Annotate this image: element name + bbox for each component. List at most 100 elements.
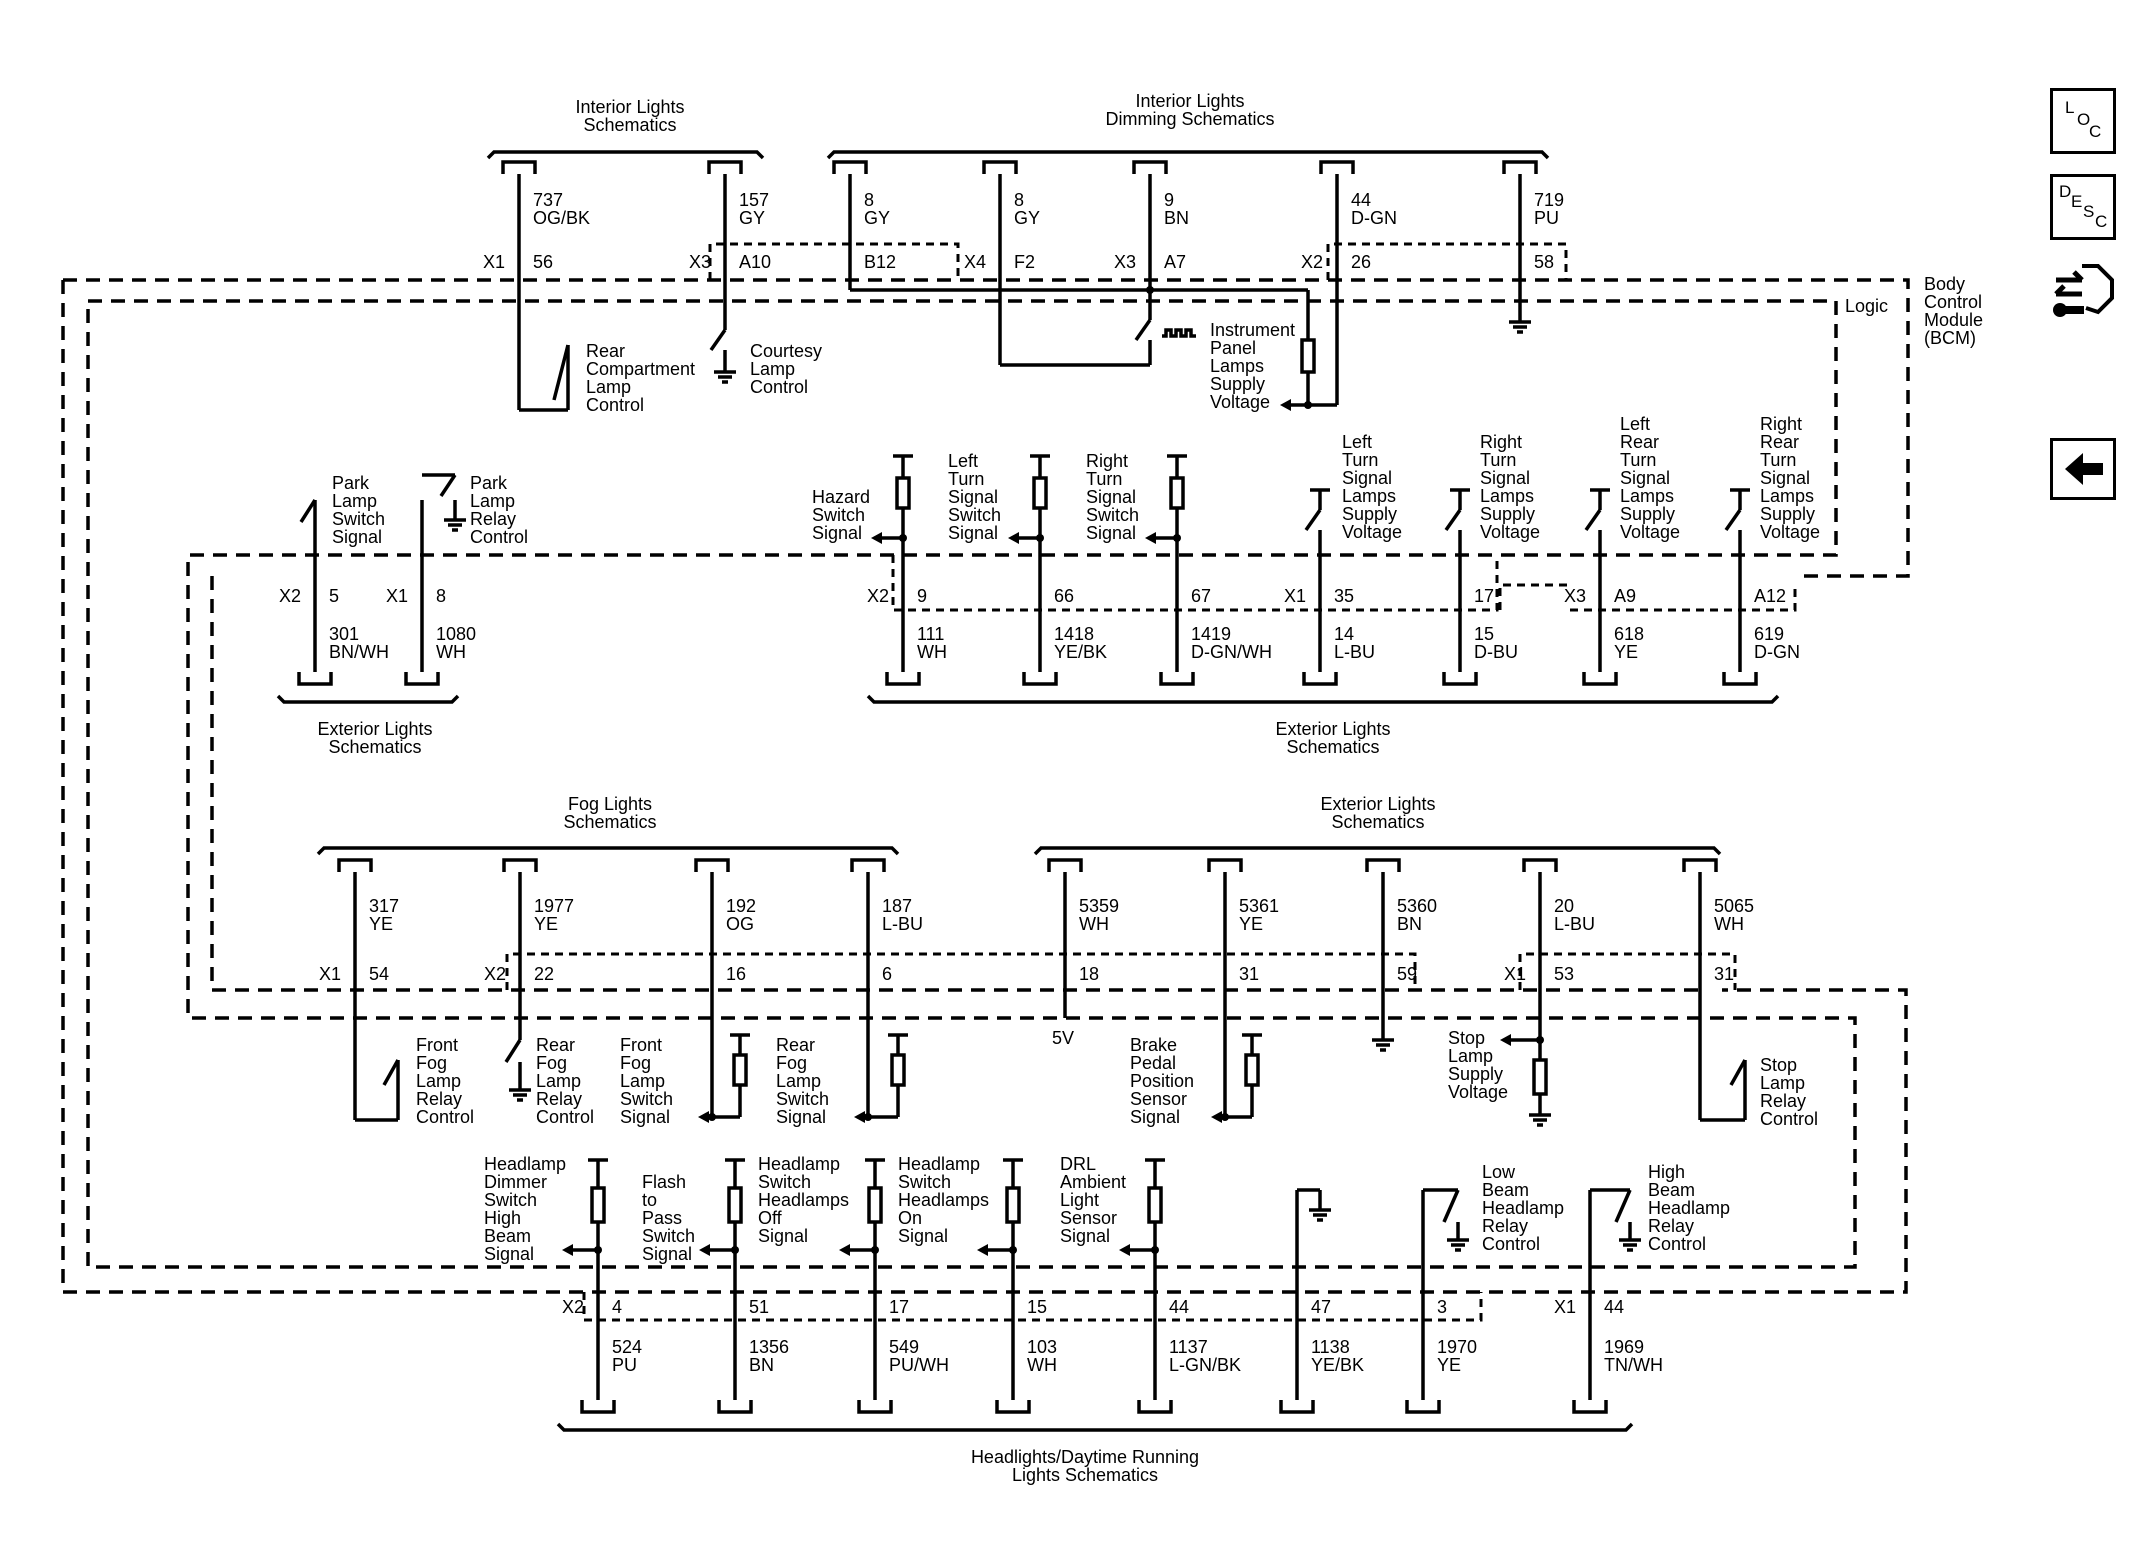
right-turn-switch-label: Signal: [1086, 523, 1136, 543]
right-turn-switch-label: Right: [1086, 451, 1128, 471]
connector-id: X4: [964, 252, 986, 272]
location-button[interactable]: L O C: [2050, 88, 2116, 154]
circuit-components: [276, 150, 1780, 1432]
right-turn-supply-label: Voltage: [1480, 522, 1540, 542]
wire-color: WH: [436, 642, 466, 662]
connector-box: [582, 1292, 1483, 1322]
wire-number: 103: [1027, 1337, 1057, 1357]
signal-arrow: [871, 532, 882, 544]
junction-dot: [864, 1113, 872, 1121]
wire-number: 1969: [1604, 1337, 1644, 1357]
junction-dot: [708, 1113, 716, 1121]
pullup-resistor: [727, 1186, 743, 1224]
interior-lights-header: Schematics: [583, 115, 676, 135]
wire-color: OG/BK: [533, 208, 590, 228]
pin-number: 8: [436, 586, 446, 606]
courtesy-label: Courtesy: [750, 341, 822, 361]
wire-color: BN: [749, 1355, 774, 1375]
wire-number: 1080: [436, 624, 476, 644]
signal-arrow: [1119, 1244, 1130, 1256]
junction-dot: [1151, 1246, 1159, 1254]
module-name-label: Module: [1924, 310, 1983, 330]
pullup-resistor: [1005, 1186, 1021, 1224]
right-turn-supply-label: Signal: [1480, 468, 1530, 488]
pin-number: 66: [1054, 586, 1074, 606]
wire-number: 5359: [1079, 896, 1119, 916]
pullup-resistor: [890, 1053, 906, 1087]
high-beam-label: High: [1648, 1162, 1685, 1182]
wire-color: YE: [369, 914, 393, 934]
wire-color: YE/BK: [1311, 1355, 1364, 1375]
wire-number: 14: [1334, 624, 1354, 644]
signal-arrow: [854, 1111, 865, 1123]
headlamp-dimmer-label: Dimmer: [484, 1172, 547, 1192]
row4-connector: [717, 1400, 753, 1414]
high-beam-relay-switch: [1614, 1189, 1632, 1223]
drl-sensor-label: Ambient: [1060, 1172, 1126, 1192]
row4-connector: [857, 1400, 893, 1414]
left-turn-supply-label: Voltage: [1342, 522, 1402, 542]
rear-fog-switch-label: Rear: [776, 1035, 815, 1055]
pin-number: 3: [1437, 1297, 1447, 1317]
headlamp-dimmer-label: High: [484, 1208, 521, 1228]
wire-number: 719: [1534, 190, 1564, 210]
pin-number: 44: [1604, 1297, 1624, 1317]
bcm-outline: [63, 278, 1910, 578]
wire-number: 1977: [534, 896, 574, 916]
connector-id: X2: [484, 964, 506, 984]
desc-e: E: [2071, 192, 2082, 211]
flash-to-pass-label: Pass: [642, 1208, 682, 1228]
rear-compartment-label: Lamp: [586, 377, 631, 397]
pin-number: 58: [1534, 252, 1554, 272]
back-arrow-button[interactable]: [2050, 438, 2116, 500]
description-button[interactable]: D E S C: [2050, 174, 2116, 240]
low-beam-label: Control: [1482, 1234, 1540, 1254]
right-turn-supply-label: Right: [1480, 432, 1522, 452]
pin-number: 31: [1714, 964, 1734, 984]
wire-number: 44: [1351, 190, 1371, 210]
park-relay-switch: [439, 474, 457, 497]
row4-connector: [1279, 1400, 1315, 1414]
pin-number: A7: [1164, 252, 1186, 272]
flash-to-pass-label: Flash: [642, 1172, 686, 1192]
left-turn-switch-label: Switch: [948, 505, 1001, 525]
low-beam-label: Relay: [1482, 1216, 1528, 1236]
front-fog-switch-label: Lamp: [620, 1071, 665, 1091]
pullup-resistor: [590, 1186, 606, 1224]
wire-color: WH: [1027, 1355, 1057, 1375]
wire-number: 8: [864, 190, 874, 210]
row1-connector: [501, 160, 537, 174]
stop-lamp-resistor: [1532, 1058, 1548, 1096]
wire-color: OG: [726, 914, 754, 934]
front-fog-relay-switch: [382, 1059, 400, 1086]
wire-color: D-GN: [1351, 208, 1397, 228]
headlamp-off-label: Signal: [758, 1226, 808, 1246]
pin-number: 15: [1027, 1297, 1047, 1317]
pullup-resistor: [1244, 1053, 1260, 1087]
circuit-wires: [61, 174, 1910, 1400]
left-rear-turn-label: Lamps: [1620, 486, 1674, 506]
turn-lamp-switch: [1584, 508, 1602, 532]
instrument-panel-label: Instrument: [1210, 320, 1295, 340]
rear-compartment-switch: [552, 344, 570, 401]
stop-supply-arrow: [1500, 1034, 1511, 1046]
hazard-label: Hazard: [812, 487, 870, 507]
wire-color: YE: [1437, 1355, 1461, 1375]
right-turn-switch-label: Turn: [1086, 469, 1122, 489]
wire-color: BN: [1164, 208, 1189, 228]
loc-l: L: [2065, 98, 2074, 117]
bcm-outline: [61, 280, 1908, 1294]
connector-tools-icon[interactable]: [2052, 258, 2118, 328]
brake-pedal-label: Brake: [1130, 1035, 1177, 1055]
pin-number: 26: [1351, 252, 1371, 272]
left-rear-turn-label: Signal: [1620, 468, 1670, 488]
left-rear-turn-label: Voltage: [1620, 522, 1680, 542]
courtesy-label: Lamp: [750, 359, 795, 379]
stop-supply-label: Lamp: [1448, 1046, 1493, 1066]
pin-number: 31: [1239, 964, 1259, 984]
wire-color: YE: [1239, 914, 1263, 934]
connector-id: X1: [1554, 1297, 1576, 1317]
signal-arrow: [1008, 532, 1019, 544]
